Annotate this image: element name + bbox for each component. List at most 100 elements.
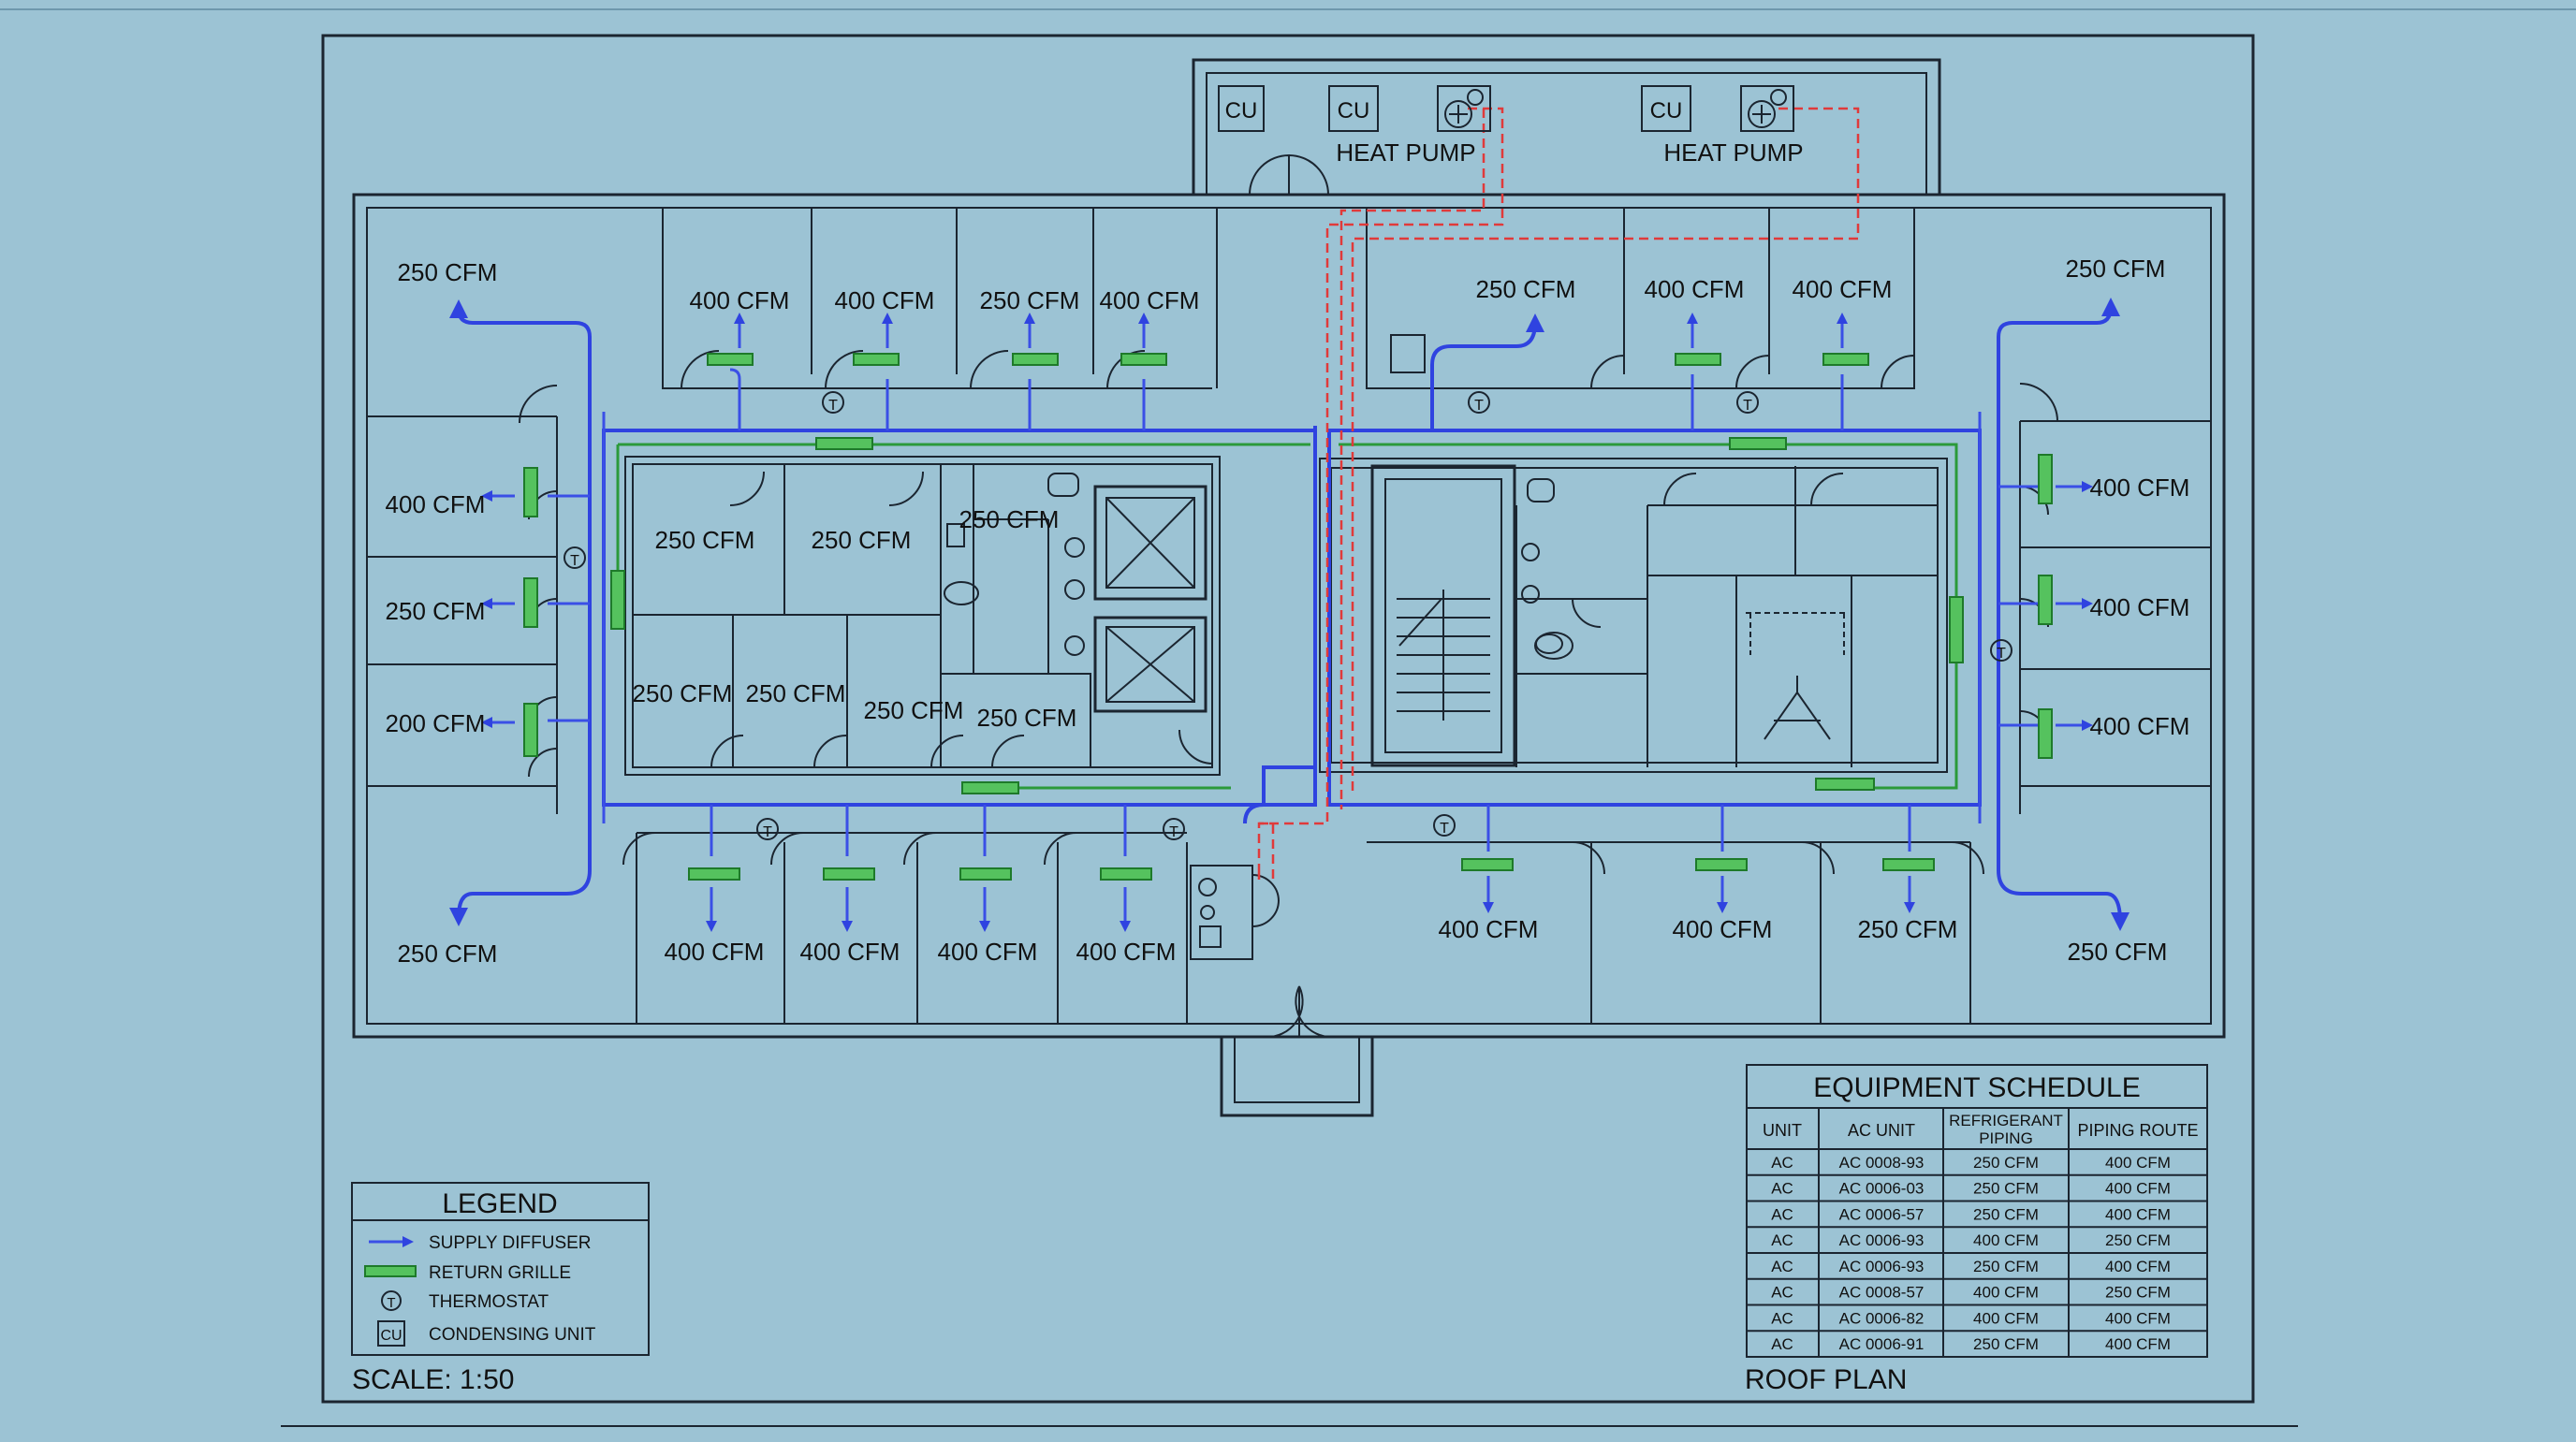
supply-ducts (449, 298, 2130, 931)
cfm-label: 250 CFM (2066, 255, 2166, 283)
return-grille-icon (2038, 708, 2053, 759)
heat-pump-fan-icon[interactable] (1437, 85, 1491, 132)
svg-text:CU: CU (1225, 98, 1258, 124)
return-grille-icon (823, 867, 875, 881)
thermostat-icon[interactable]: T (1433, 814, 1456, 837)
sheet-title: ROOF PLAN (1745, 1364, 1907, 1395)
svg-text:T: T (570, 553, 579, 569)
schedule-cell: 250 CFM (1973, 1180, 2039, 1198)
svg-text:T: T (763, 824, 772, 840)
thermostat-icon[interactable]: T (1990, 639, 2012, 662)
return-grille-icon (1695, 858, 1748, 871)
cfm-label: 400 CFM (1673, 915, 1773, 943)
cfm-label: 250 CFM (1858, 915, 1958, 943)
schedule-title: EQUIPMENT SCHEDULE (1813, 1072, 2141, 1103)
thermostat-icon[interactable]: T (822, 391, 844, 414)
schedule-cell: 400 CFM (2105, 1258, 2171, 1275)
thermostat-icon[interactable]: T (756, 818, 779, 840)
return-grille-icon (961, 781, 1019, 794)
thermostat-symbol: T (387, 1295, 395, 1311)
condensing-unit-3[interactable]: CU (1641, 85, 1691, 132)
schedule-cell: 400 CFM (1973, 1309, 2039, 1327)
top-right-offices (1366, 208, 1915, 389)
cfm-label: 400 CFM (386, 490, 486, 518)
schedule-header-piping: PIPING (1979, 1129, 2033, 1147)
cfm-label: 400 CFM (2090, 712, 2190, 740)
schedule-cell: 400 CFM (1973, 1284, 2039, 1302)
schedule-cell: 250 CFM (2105, 1284, 2171, 1302)
elevator-shafts (1093, 485, 1214, 765)
return-grille-icon (364, 1265, 417, 1277)
thermostat-icon[interactable]: T (1736, 391, 1759, 414)
cfm-label: 400 CFM (1793, 275, 1893, 303)
schedule-cell: AC (1771, 1284, 1793, 1302)
schedule-header-refrigerant: REFRIGERANT (1949, 1112, 2063, 1129)
schedule-cell: AC (1771, 1180, 1793, 1198)
schedule-cell: 400 CFM (2105, 1180, 2171, 1198)
svg-text:T: T (1440, 821, 1449, 837)
schedule-cell: AC (1771, 1258, 1793, 1275)
return-grilles (523, 353, 2053, 881)
return-grille-icon (1949, 596, 1964, 663)
condensing-unit-2[interactable]: CU (1328, 85, 1379, 132)
return-grille-icon (1729, 437, 1787, 450)
return-ducts (616, 443, 1958, 790)
lower-restroom (1190, 865, 1280, 960)
schedule-cell: AC 0006-82 (1839, 1309, 1925, 1327)
cfm-label: 250 CFM (1476, 275, 1576, 303)
return-grille-icon (1461, 858, 1514, 871)
return-grille-icon (523, 467, 538, 517)
return-grille-icon (1815, 778, 1875, 791)
entry-doors (1249, 153, 1336, 1039)
schedule-cell: AC (1771, 1205, 1793, 1223)
schedule-cell: AC 0008-93 (1839, 1154, 1925, 1172)
thermostat-icon (381, 1290, 402, 1311)
cfm-label: 250 CFM (386, 597, 486, 625)
cfm-label: 250 CFM (633, 679, 733, 707)
return-grille-icon (2038, 454, 2053, 504)
schedule-cell: 400 CFM (2105, 1154, 2171, 1172)
schedule-cell: 400 CFM (2105, 1205, 2171, 1223)
legend-title: LEGEND (442, 1188, 557, 1219)
cfm-label: 250 CFM (977, 704, 1077, 732)
cfm-label: 250 CFM (2068, 938, 2168, 966)
scale-note: SCALE: 1:50 (352, 1364, 514, 1395)
building-outline (352, 58, 2226, 1117)
cfm-label: 200 CFM (386, 709, 486, 737)
return-grille-icon (707, 353, 754, 366)
heat-pump-fan-icon[interactable] (1740, 85, 1794, 132)
thermostats: T T T T T T T T (564, 391, 2012, 840)
legend: LEGEND SUPPLY DIFFUSER RETURN GRILLE T T… (351, 1182, 650, 1356)
schedule-cell: 250 CFM (2105, 1231, 2171, 1249)
return-grille-icon (1675, 353, 1721, 366)
svg-text:T: T (828, 398, 838, 414)
legend-item-return: RETURN GRILLE (429, 1263, 571, 1283)
return-grille-icon (815, 437, 873, 450)
thermostat-icon[interactable]: T (1163, 818, 1185, 840)
return-grille-icon (1882, 858, 1935, 871)
thermostat-icon[interactable]: T (564, 546, 586, 569)
equipment-schedule: EQUIPMENT SCHEDULE UNIT AC UNIT REFRIGER… (1746, 1064, 2208, 1358)
schedule-cell: AC (1771, 1335, 1793, 1353)
sheet-frame (321, 34, 2255, 1404)
schedule-header-route: PIPING ROUTE (2077, 1121, 2198, 1140)
thermostat-icon[interactable]: T (1468, 391, 1490, 414)
schedule-cell: 250 CFM (1973, 1205, 2039, 1223)
cfm-label: 250 CFM (746, 679, 846, 707)
bottom-right-offices (1367, 841, 1984, 1024)
cfm-label: 250 CFM (655, 526, 755, 554)
schedule-cell: AC 0006-91 (1839, 1335, 1925, 1353)
cfm-label: 400 CFM (938, 938, 1038, 966)
return-grille-icon (959, 867, 1012, 881)
condensing-unit-1[interactable]: CU (1218, 85, 1265, 132)
cfm-label: 400 CFM (690, 286, 790, 314)
return-grille-icon (853, 353, 900, 366)
return-grille-icon (1012, 353, 1059, 366)
svg-text:T: T (1743, 398, 1752, 414)
schedule-cell: 250 CFM (1973, 1154, 2039, 1172)
heat-pump-label-2: HEAT PUMP (1663, 138, 1803, 167)
schedule-cell: 400 CFM (2105, 1309, 2171, 1327)
return-grille-icon (523, 703, 538, 757)
